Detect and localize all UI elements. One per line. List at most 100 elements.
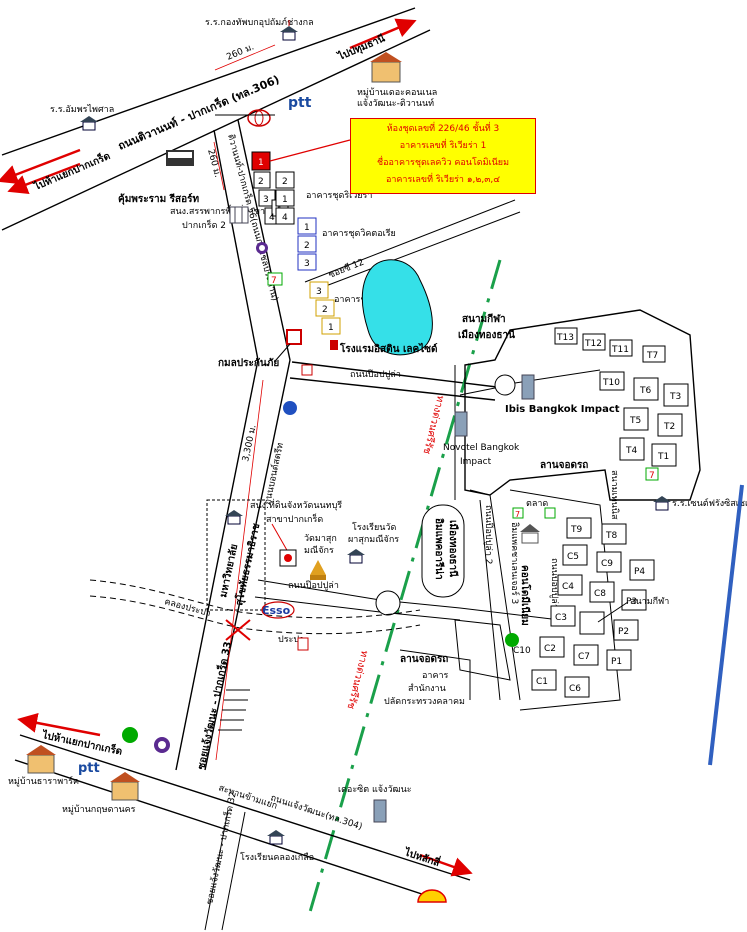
khum-phraram: คุ้มพระราม รีสอร์ท: [118, 193, 200, 205]
svg-text:T1: T1: [657, 452, 669, 462]
challenger: ถนนป๊อปปูล่า 2: [483, 505, 494, 564]
market-icons: 7: [512, 507, 556, 519]
svg-text:T11: T11: [611, 345, 629, 355]
svg-text:C1: C1: [536, 677, 548, 687]
office-sanphakon-2: ปากเกร็ด 2: [182, 218, 226, 231]
road-popular: ถนนป๊อปปูล่า: [350, 369, 401, 380]
school-icon-chansri: [653, 496, 671, 511]
c10-label: C10: [513, 646, 531, 656]
road-chaeng: ถนนแจ้งวัฒนะ(ทล.304): [269, 792, 364, 832]
novotel-icon: [454, 411, 468, 437]
svg-text:T4: T4: [625, 446, 637, 456]
village-thara: หมู่บ้านธาราพาร์ค: [8, 775, 79, 787]
svg-text:4: 4: [282, 213, 288, 223]
museum-icon: [520, 524, 540, 544]
soi-32: ซอยแจ้งวัฒนะ - ปากเกร็ด 32: [202, 790, 239, 905]
svg-text:7: 7: [649, 471, 655, 481]
toyota-icon: [247, 109, 271, 127]
victoria-condo-label: อาคารชุดวิคตอเรีย: [322, 228, 396, 239]
victoria-blocks: 1 2 3: [297, 217, 317, 271]
the-sit-icon: [373, 799, 387, 823]
convention: คอนโดมีเนียม: [519, 565, 532, 626]
ibis-label: Ibis Bangkok Impact: [505, 404, 620, 415]
esso-logo: Esso: [262, 604, 291, 617]
info-line-4: อาคารเลขที่ ริเวียร่า ๑,๒,๓,๔: [385, 175, 501, 185]
khlong: คลองประปา: [163, 597, 211, 619]
svg-text:4: 4: [269, 213, 275, 223]
krom-prakan-icon: [286, 329, 302, 345]
to-laksi: ไปหลักสี่: [402, 844, 443, 869]
stadium-label: สนามเทนนิส: [609, 470, 620, 520]
svg-text:P3: P3: [626, 597, 637, 607]
svg-text:3: 3: [316, 287, 322, 297]
svg-text:C6: C6: [569, 684, 581, 694]
svg-text:1: 1: [304, 223, 310, 233]
canal: [89, 579, 421, 635]
lake: [361, 259, 433, 356]
school-icon-wat: [347, 549, 365, 564]
university-area: [206, 499, 266, 611]
house-icon-cornell: [370, 52, 402, 83]
building-office-3: ปลัดกระทรวงคลาคม: [384, 697, 465, 707]
circle-logo-left: [256, 242, 268, 254]
svg-text:T5: T5: [629, 416, 641, 426]
info-line-3: ชื่ออาคารชุดเลควิว คอนโดมิเนียม: [376, 158, 510, 168]
svg-text:T6: T6: [639, 386, 651, 396]
hotel-lake: โรงแรมอิสติน เลคไซด์: [339, 342, 438, 355]
property-info-box: ห้องชุดเลขที่ 226/46 ชั้นที่ 3 อาคารเลขท…: [350, 118, 536, 194]
ptt-logo-bottom: ptt: [78, 761, 100, 776]
svg-text:P2: P2: [618, 627, 629, 637]
svg-text:1: 1: [258, 158, 264, 168]
svg-text:1: 1: [328, 323, 334, 333]
svg-text:1: 1: [282, 195, 288, 205]
tower-blocks: T13 T12 T11 T7 T10 T6 T3 T5 T2 T4 T1: [554, 327, 689, 467]
svg-text:3: 3: [263, 195, 269, 205]
svg-text:T12: T12: [584, 339, 602, 349]
svg-text:T8: T8: [605, 531, 617, 541]
logo-circle-purple: [154, 737, 170, 753]
office-land: สนง.ที่ดินจังหวัดนนทบุรี: [250, 498, 342, 511]
svg-text:C2: C2: [544, 644, 556, 654]
c-blocks: T9 T8 C5 C9 P4 C4 C8 P3 C3 P2 C2 C7 P1 C…: [531, 517, 655, 698]
rr-amphon: ร.ร.อัมพรไพศาล: [50, 104, 114, 115]
blue-logo-icon: [283, 401, 297, 415]
seven-eleven-icon-right: 7: [645, 467, 659, 481]
market-label: ตลาด: [526, 499, 548, 509]
road-popular-2: ถนนป๊อปปูล่า: [288, 580, 339, 591]
school-icon-university: [225, 510, 243, 525]
village-cornell-2: แจ้งวัฒนะ-ติวานนท์: [357, 97, 434, 109]
khlong-2: ประปา: [278, 635, 304, 645]
road-bondstreet: ถนนบอนด์สตรีท: [261, 441, 286, 505]
svg-text:2: 2: [282, 177, 288, 187]
land-office-icon: [279, 549, 297, 567]
red-arrow-pakkret-top: [7, 162, 81, 194]
road-tiwanon: [0, 7, 431, 231]
school-wat-2: ผาสุกมณีจักร: [348, 534, 399, 545]
svg-text:7: 7: [271, 276, 277, 286]
wat-saeng: วัดมาสุก: [304, 534, 337, 544]
svg-text:P1: P1: [611, 657, 622, 667]
building-office-2: สำนักงาน: [408, 683, 446, 694]
bridge-cross: [225, 619, 251, 641]
impact-arena-2: เมืองทองธานี: [447, 520, 459, 577]
svg-text:2: 2: [258, 177, 264, 187]
sport-hall: สนามกีฬา: [462, 313, 506, 325]
svg-text:T9: T9: [570, 525, 582, 535]
soi-12: ซอยซี 12: [327, 257, 366, 281]
bus-icon: [166, 150, 194, 166]
c10-icon: [505, 633, 519, 647]
rr-chansri: ร.ร.เซนต์ฟรังซิสเซเวียร์: [672, 497, 747, 509]
post-icon: [301, 364, 313, 376]
svg-text:C9: C9: [601, 559, 613, 569]
impact-hall-2: ถนนป๊อปปูล่า 4: [549, 558, 560, 618]
svg-text:C4: C4: [562, 582, 574, 592]
svg-text:P4: P4: [634, 567, 645, 577]
svg-text:C5: C5: [567, 552, 579, 562]
dist-260-left: 260 ม.: [205, 148, 222, 178]
svg-text:2: 2: [322, 305, 328, 315]
logo-circle-green: [122, 727, 138, 743]
river: [708, 484, 744, 766]
rail-line: [308, 259, 502, 913]
krom-prakan: กมลประกันภัย: [218, 357, 279, 369]
